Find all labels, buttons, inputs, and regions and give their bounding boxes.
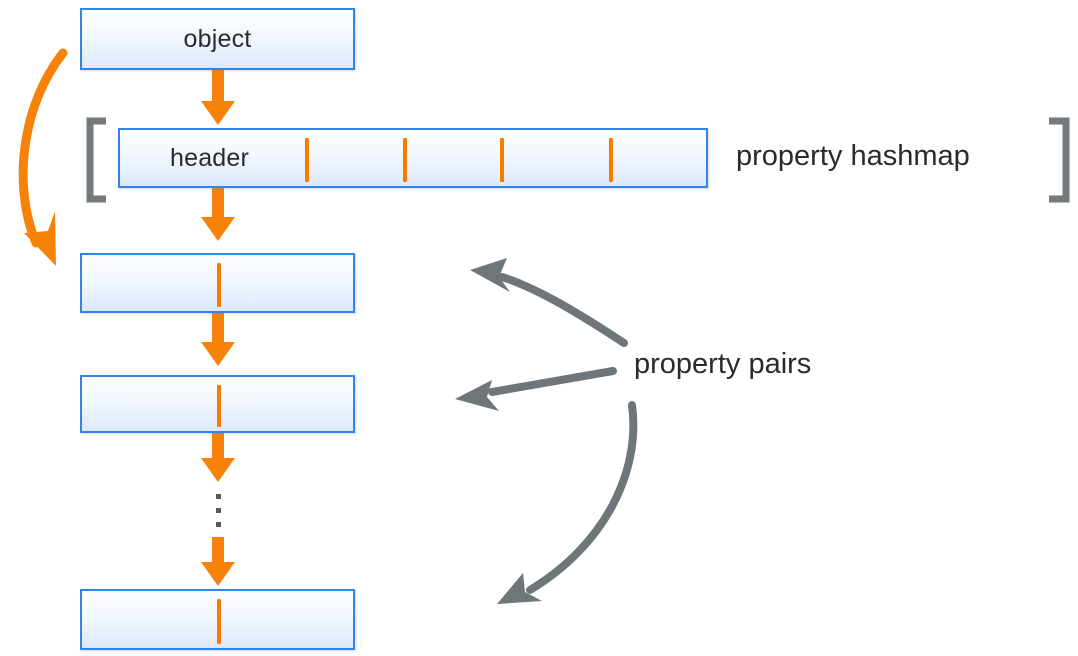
gray-arrow-middle [455,367,617,411]
property-pair-box-n[interactable] [80,589,355,650]
bracket-open [86,117,106,203]
orange-arrow-ellipsis-pairn [201,537,235,586]
gray-arrow-upper [470,258,628,347]
object-box-label: object [183,24,252,53]
property-pair-divider-1 [217,263,221,307]
header-slot-tick-2 [403,138,407,182]
orange-arrow-pair1-pair2 [201,313,235,366]
header-slot-tick-4 [609,138,613,182]
property-pair-box-1[interactable] [80,253,355,313]
ellipsis-dot-1 [216,494,221,499]
property-pair-divider-2 [217,385,221,427]
gray-arrow-lower [497,401,638,604]
ellipsis-dot-3 [216,522,221,527]
ellipsis-dot-2 [216,508,221,513]
orange-arrow-object-header [201,70,235,125]
property-pairs-label: property pairs [634,348,812,380]
object-box[interactable]: object [80,8,355,70]
gray-pointer-arrows [455,258,638,604]
header-slot-tick-3 [500,138,504,182]
property-pair-box-2[interactable] [80,375,355,433]
orange-arrow-pair2-ellipsis [201,433,235,482]
orange-curved-arrow-object-to-pairs [18,48,68,266]
header-box[interactable]: header [118,128,708,188]
header-box-label: header [170,143,250,172]
property-hashmap-label: property hashmap [736,140,970,172]
header-slot-tick-1 [305,138,309,182]
orange-arrow-header-pair1 [201,188,235,241]
property-pair-divider-n [217,599,221,644]
bracket-close [1049,117,1070,203]
